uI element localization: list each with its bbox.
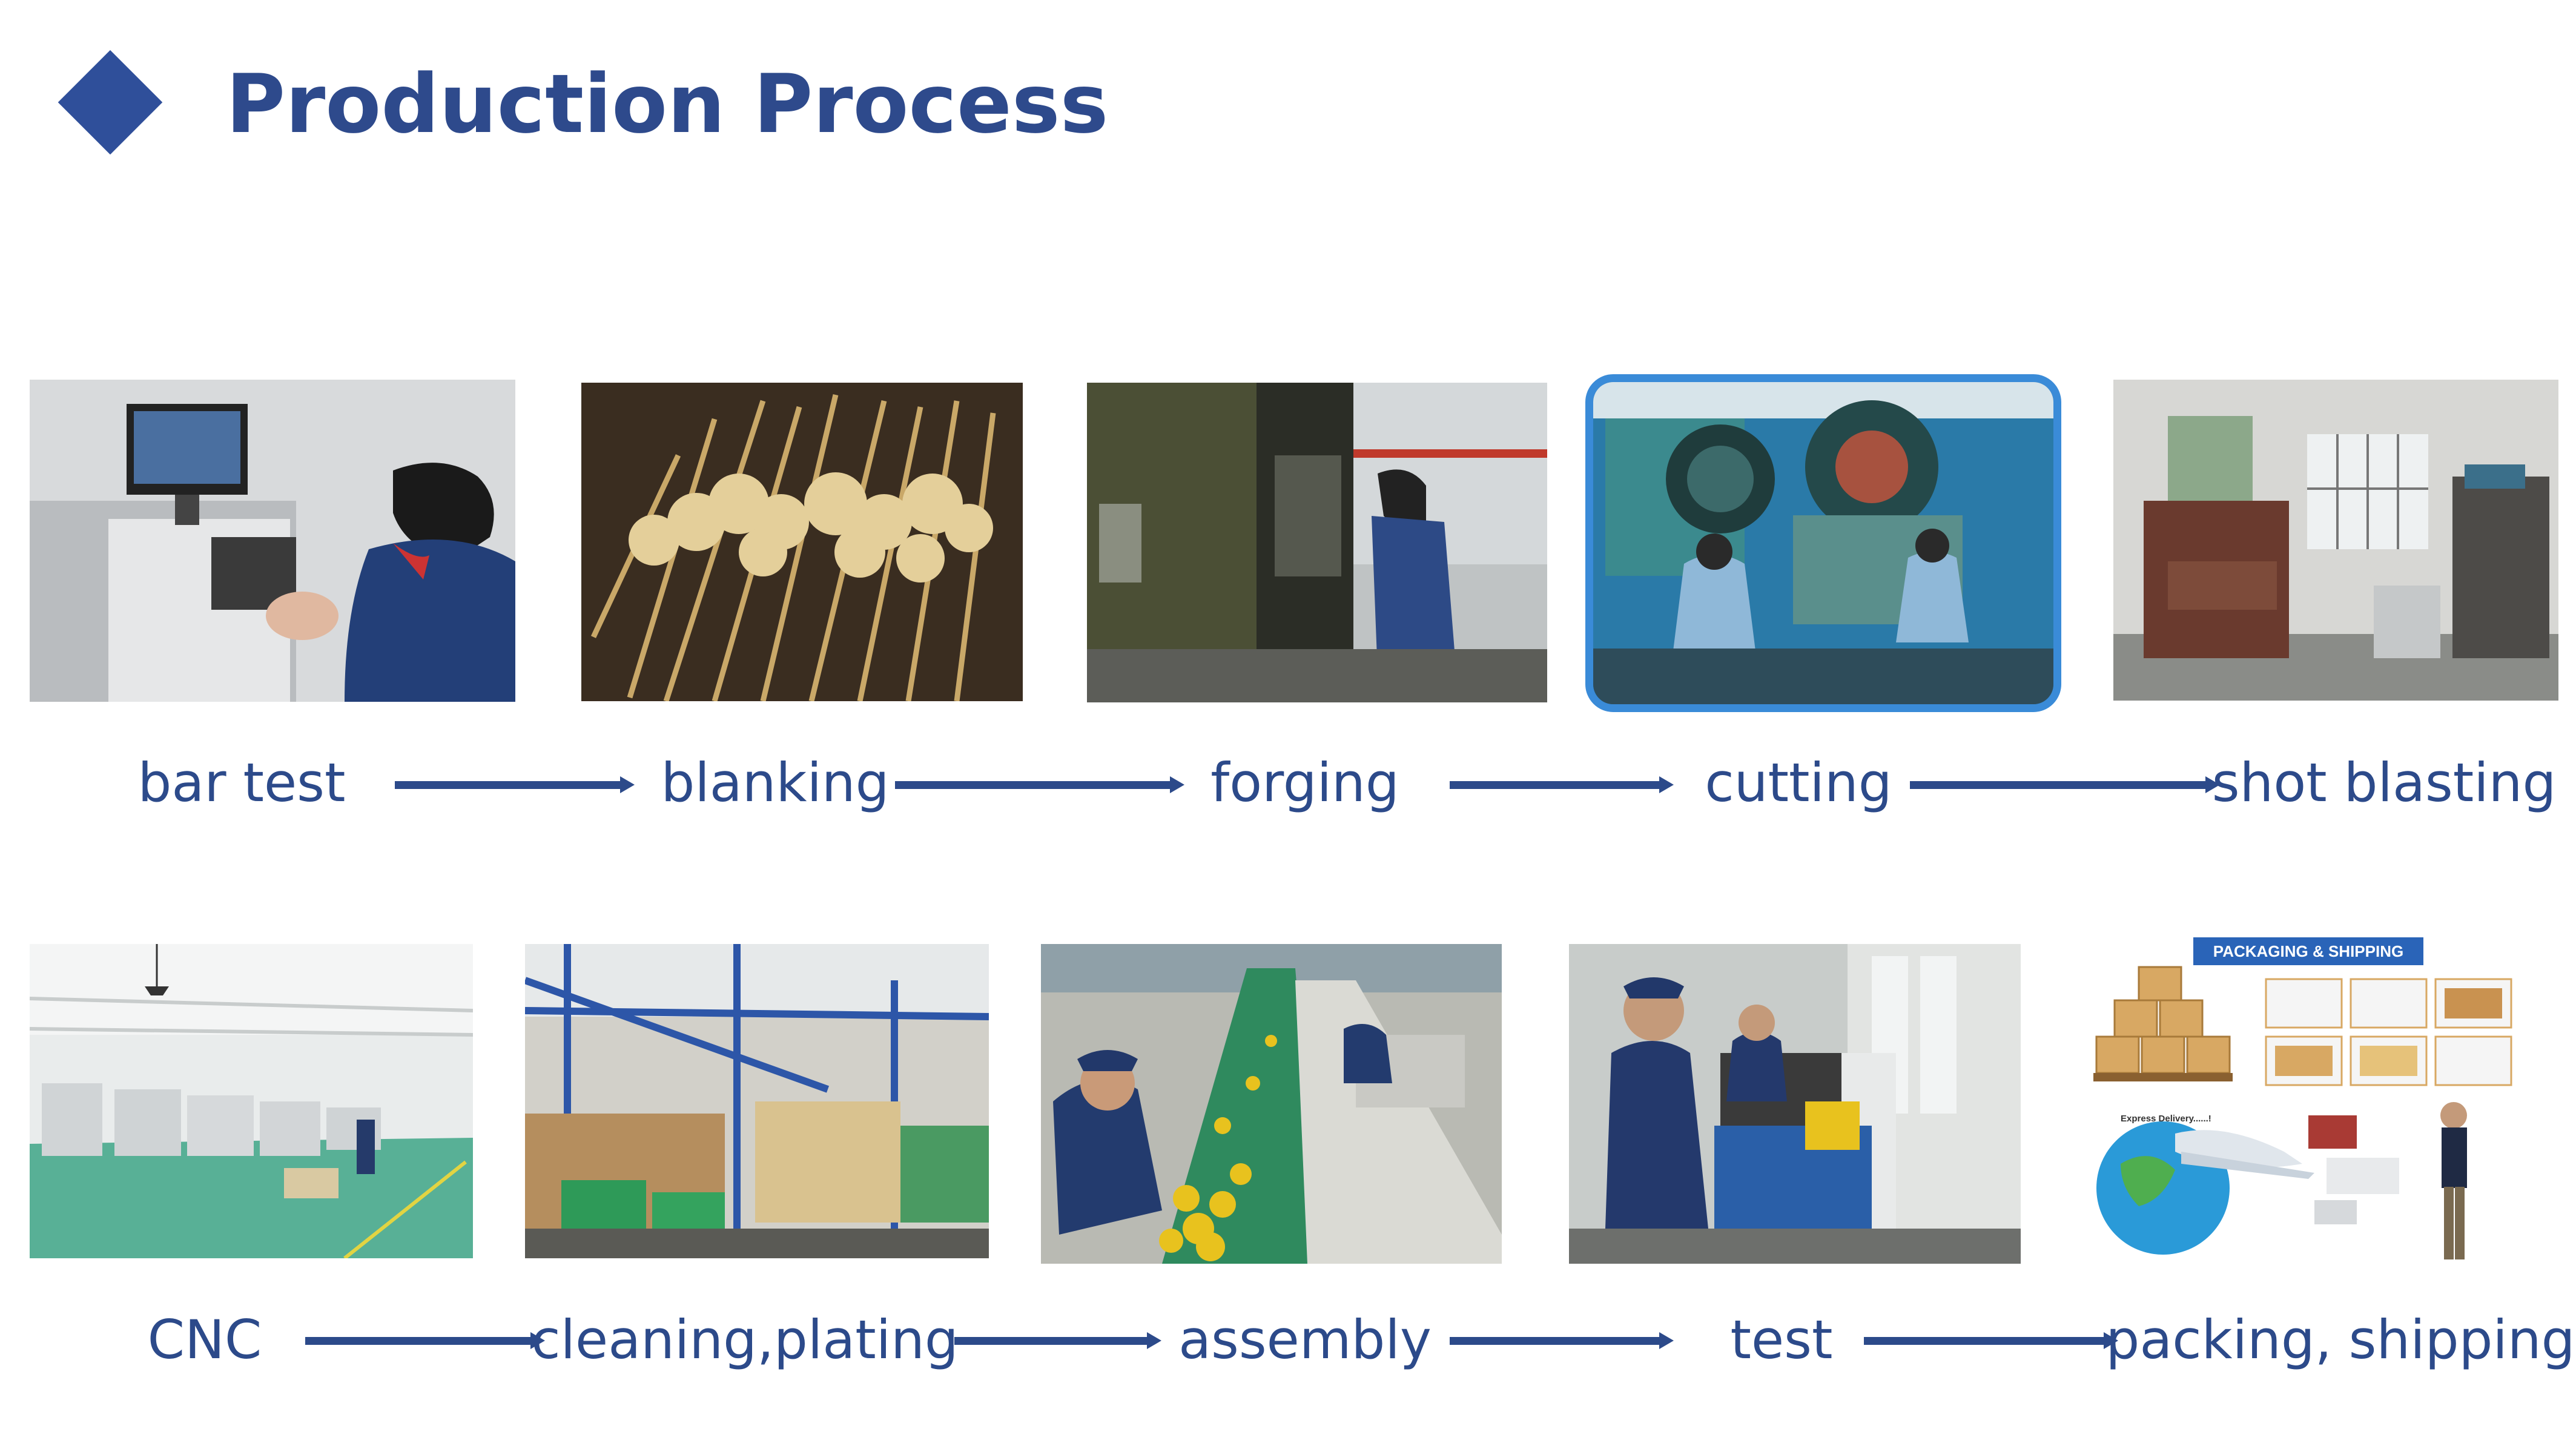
flow-arrow-1 — [395, 776, 635, 793]
arrowhead-icon — [1659, 1332, 1674, 1349]
step-label-shot-blasting: shot blasting — [2212, 750, 2557, 816]
photo-test — [1569, 944, 2021, 1264]
step-label-test: test — [1731, 1307, 1833, 1373]
arrowhead-icon — [1147, 1332, 1161, 1349]
step-label-cutting: cutting — [1705, 750, 1892, 816]
photo-cleaning-plating — [525, 944, 989, 1258]
step-label-forging: forging — [1210, 750, 1399, 816]
arrowhead-icon — [1659, 776, 1674, 793]
photo-cnc — [30, 944, 473, 1258]
step-label-bar-test: bar test — [138, 750, 346, 816]
arrowhead-icon — [2104, 1332, 2118, 1349]
arrowhead-icon — [1170, 776, 1184, 793]
step-label-cleaning-plating: cleaning,plating — [531, 1307, 959, 1373]
step-label-cnc: CNC — [148, 1307, 262, 1373]
photo-cutting — [1585, 374, 2061, 712]
flow-arrow-5 — [305, 1332, 545, 1349]
arrowhead-icon — [2205, 776, 2220, 793]
flow-arrow-3 — [1450, 776, 1674, 793]
photo-blanking — [581, 383, 1023, 701]
flow-arrow-4 — [1910, 776, 2220, 793]
page-title: Production Process — [226, 56, 1108, 153]
step-label-blanking: blanking — [661, 750, 889, 816]
arrowhead-icon — [530, 1332, 545, 1349]
photo-forging — [1087, 383, 1547, 702]
flow-arrow-2 — [895, 776, 1184, 793]
step-label-assembly: assembly — [1178, 1307, 1432, 1373]
photo-assembly — [1041, 944, 1502, 1264]
step-label-packing-shipping: packing, shipping — [2105, 1307, 2575, 1373]
photo-shot-blasting — [2113, 380, 2558, 701]
packaging-banner-text: PACKAGING & SHIPPING — [2213, 942, 2403, 960]
flow-arrow-7 — [1450, 1332, 1674, 1349]
title-diamond-icon — [58, 50, 163, 155]
photo-bar-test — [30, 380, 515, 702]
flow-arrow-6 — [954, 1332, 1161, 1349]
arrowhead-icon — [620, 776, 635, 793]
photo-packing-shipping: PACKAGING & SHIPPING Express Delivery...… — [2084, 934, 2528, 1267]
flow-arrow-8 — [1864, 1332, 2118, 1349]
